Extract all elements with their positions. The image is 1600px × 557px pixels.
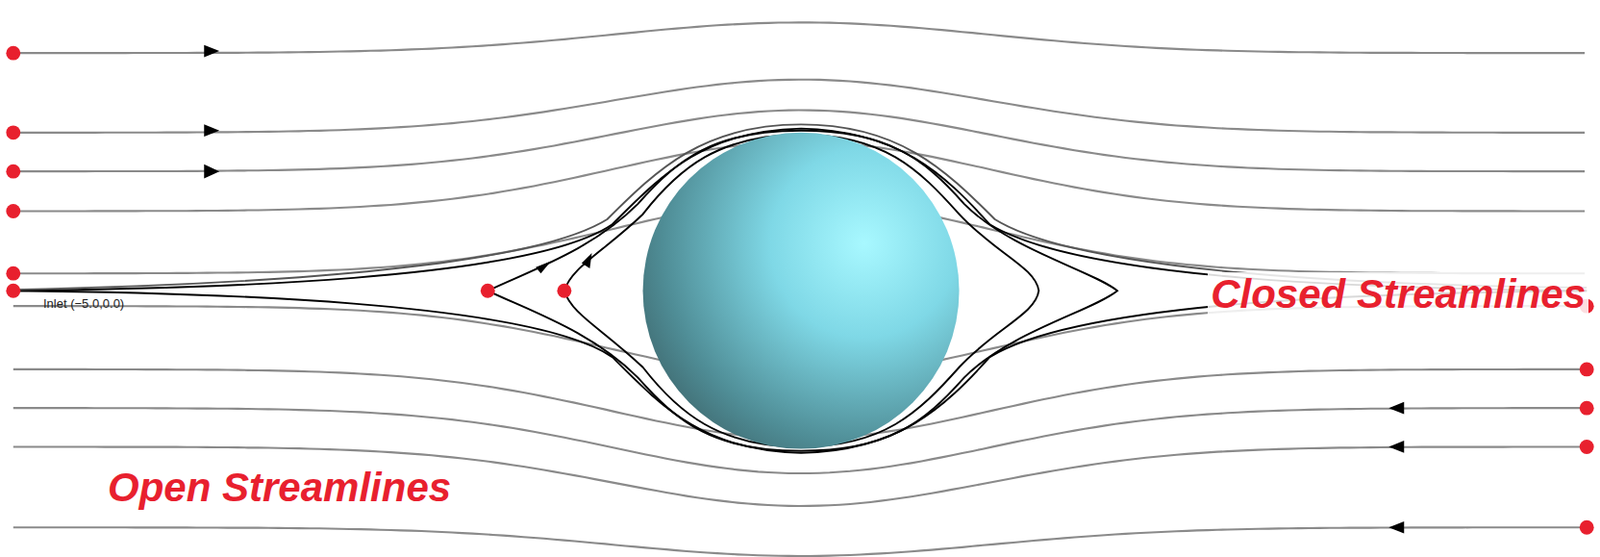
open-streamline xyxy=(13,526,1585,556)
closed-streamlines-label: Closed Streamlines xyxy=(1207,272,1589,317)
inlet-label: Inlet (−5.0,0.0) xyxy=(43,296,125,311)
open-streamline xyxy=(13,22,1585,53)
open-streamlines-label: Open Streamlines xyxy=(107,465,451,510)
seed-points xyxy=(5,46,1594,535)
sphere xyxy=(643,132,960,450)
